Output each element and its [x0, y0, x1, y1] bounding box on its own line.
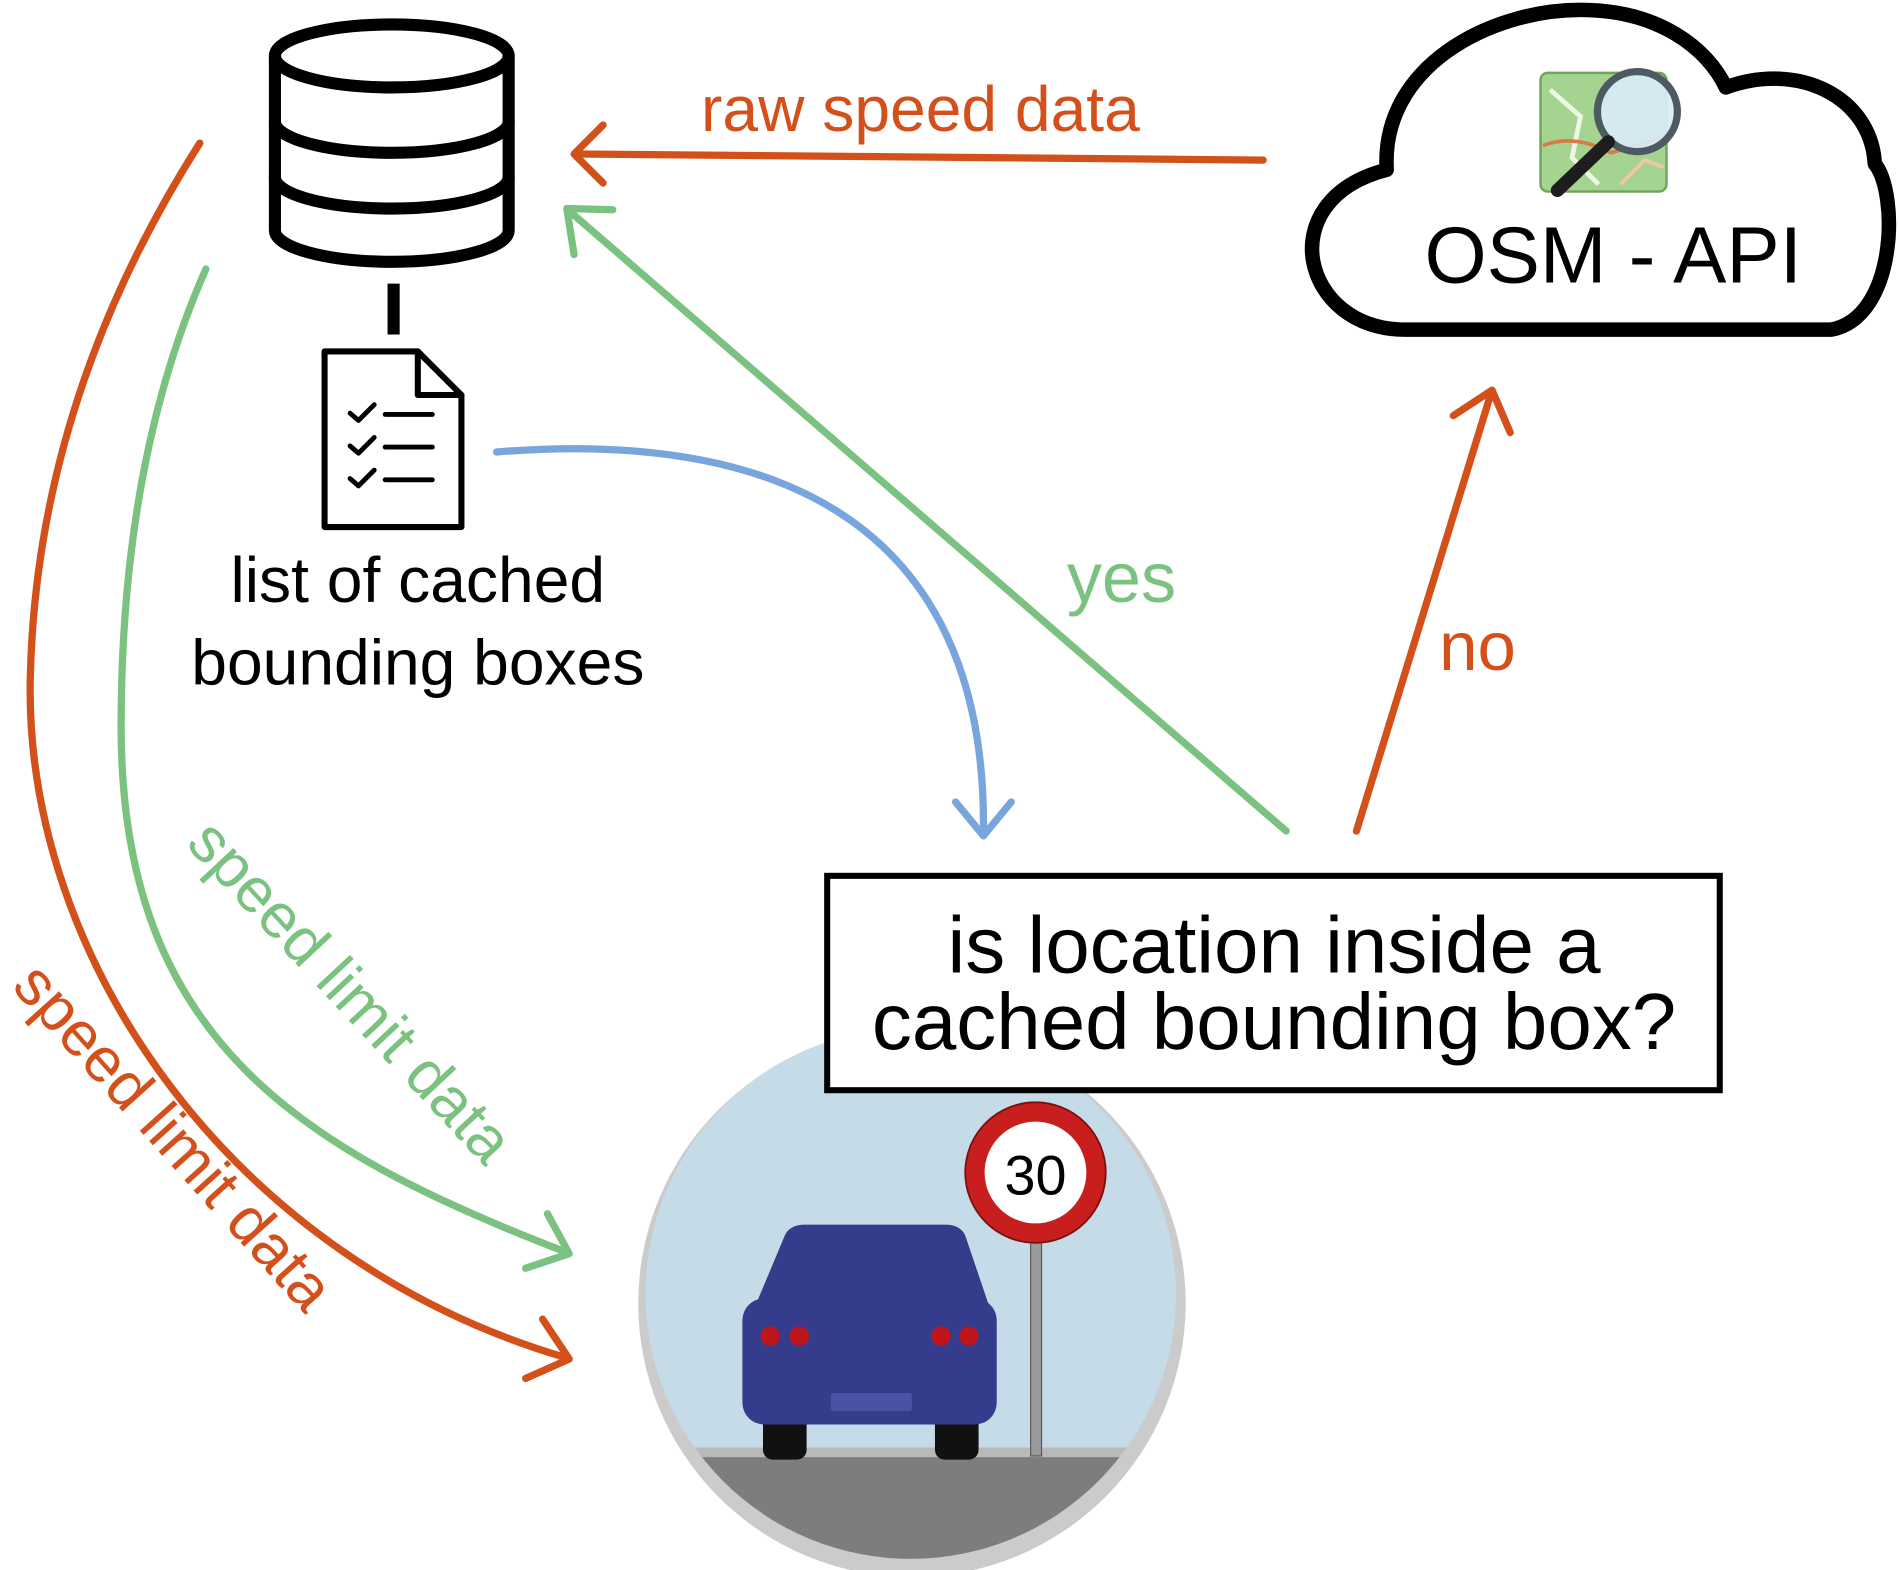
- speed-sign-value: 30: [1005, 1144, 1067, 1206]
- raw-speed-arrow-shaft: [572, 150, 1267, 164]
- osm-api-label: OSM - API: [1424, 210, 1801, 299]
- no-arrow-shaft: [1352, 390, 1495, 835]
- osm-map-road-light: [1619, 157, 1665, 186]
- lookup-arrow-curve: [492, 445, 988, 838]
- check-mark-1: [347, 402, 377, 423]
- osm-magnifier-glass: [1593, 68, 1682, 156]
- tail-light-left-inner: [789, 1326, 810, 1346]
- osm-map-road-orange: [1542, 136, 1663, 155]
- speed-limit-sign-icon: 30: [964, 1101, 1107, 1457]
- decision-question-line2: cached bounding box?: [872, 977, 1676, 1066]
- yes-arrow-shaft: [565, 207, 1290, 835]
- api-speed-limit-arrowhead: [521, 1315, 573, 1383]
- car-cabin: [753, 1224, 991, 1311]
- database-separator-2: [268, 170, 515, 215]
- raw-speed-arrowhead: [570, 121, 607, 187]
- sign-white-face: [984, 1121, 1087, 1224]
- yes-arrowhead: [563, 204, 617, 259]
- decision-box: is location inside a cached bounding box…: [824, 872, 1723, 1094]
- database-icon: [268, 18, 515, 268]
- osm-magnifier-handle: [1550, 135, 1615, 198]
- api-speed-limit-label: speed limit data: [0, 950, 348, 1325]
- cached-list-label-line2: bounding boxes: [191, 626, 644, 698]
- document-fold: [414, 348, 465, 399]
- decision-question-line1: is location inside a: [948, 901, 1602, 990]
- cache-speed-limit-arrowhead: [521, 1210, 573, 1272]
- sign-pole: [1030, 1234, 1043, 1457]
- no-label: no: [1439, 608, 1516, 685]
- api-speed-limit-curve: [26, 139, 571, 1362]
- no-arrowhead: [1449, 386, 1514, 437]
- license-plate: [830, 1392, 912, 1412]
- tail-light-right-inner: [931, 1326, 951, 1346]
- raw-speed-data-label: raw speed data: [701, 73, 1140, 145]
- road: [645, 1457, 1176, 1559]
- check-mark-3: [347, 467, 377, 489]
- lookup-arrowhead: [951, 798, 1015, 840]
- yes-arrow: [563, 204, 1290, 835]
- database-separator-1: [268, 115, 515, 159]
- database-top: [268, 18, 515, 94]
- cache-speed-limit-curve: [117, 265, 571, 1257]
- road-edge: [645, 1447, 1176, 1459]
- raw-speed-data-arrow: [570, 121, 1267, 187]
- cache-speed-limit-arrow: [117, 265, 573, 1272]
- cached-list-label-line1: list of cached: [231, 544, 606, 616]
- tail-light-left-outer: [760, 1326, 780, 1346]
- document-page: [321, 348, 465, 531]
- osm-logo-icon: [1539, 68, 1682, 198]
- cache-speed-limit-label: speed limit data: [174, 806, 527, 1177]
- checklist-document-icon: [321, 348, 465, 531]
- tail-light-right-outer: [959, 1326, 979, 1346]
- decision-box-frame: [824, 872, 1723, 1094]
- no-arrow: [1352, 386, 1514, 835]
- bounding-box-lookup-arrow: [492, 445, 1015, 840]
- vehicle-scene: 30: [638, 1028, 1186, 1570]
- yes-label: yes: [1067, 538, 1176, 617]
- api-speed-limit-arrow: [26, 139, 573, 1383]
- check-mark-2: [347, 434, 377, 456]
- car-icon: [742, 1224, 997, 1460]
